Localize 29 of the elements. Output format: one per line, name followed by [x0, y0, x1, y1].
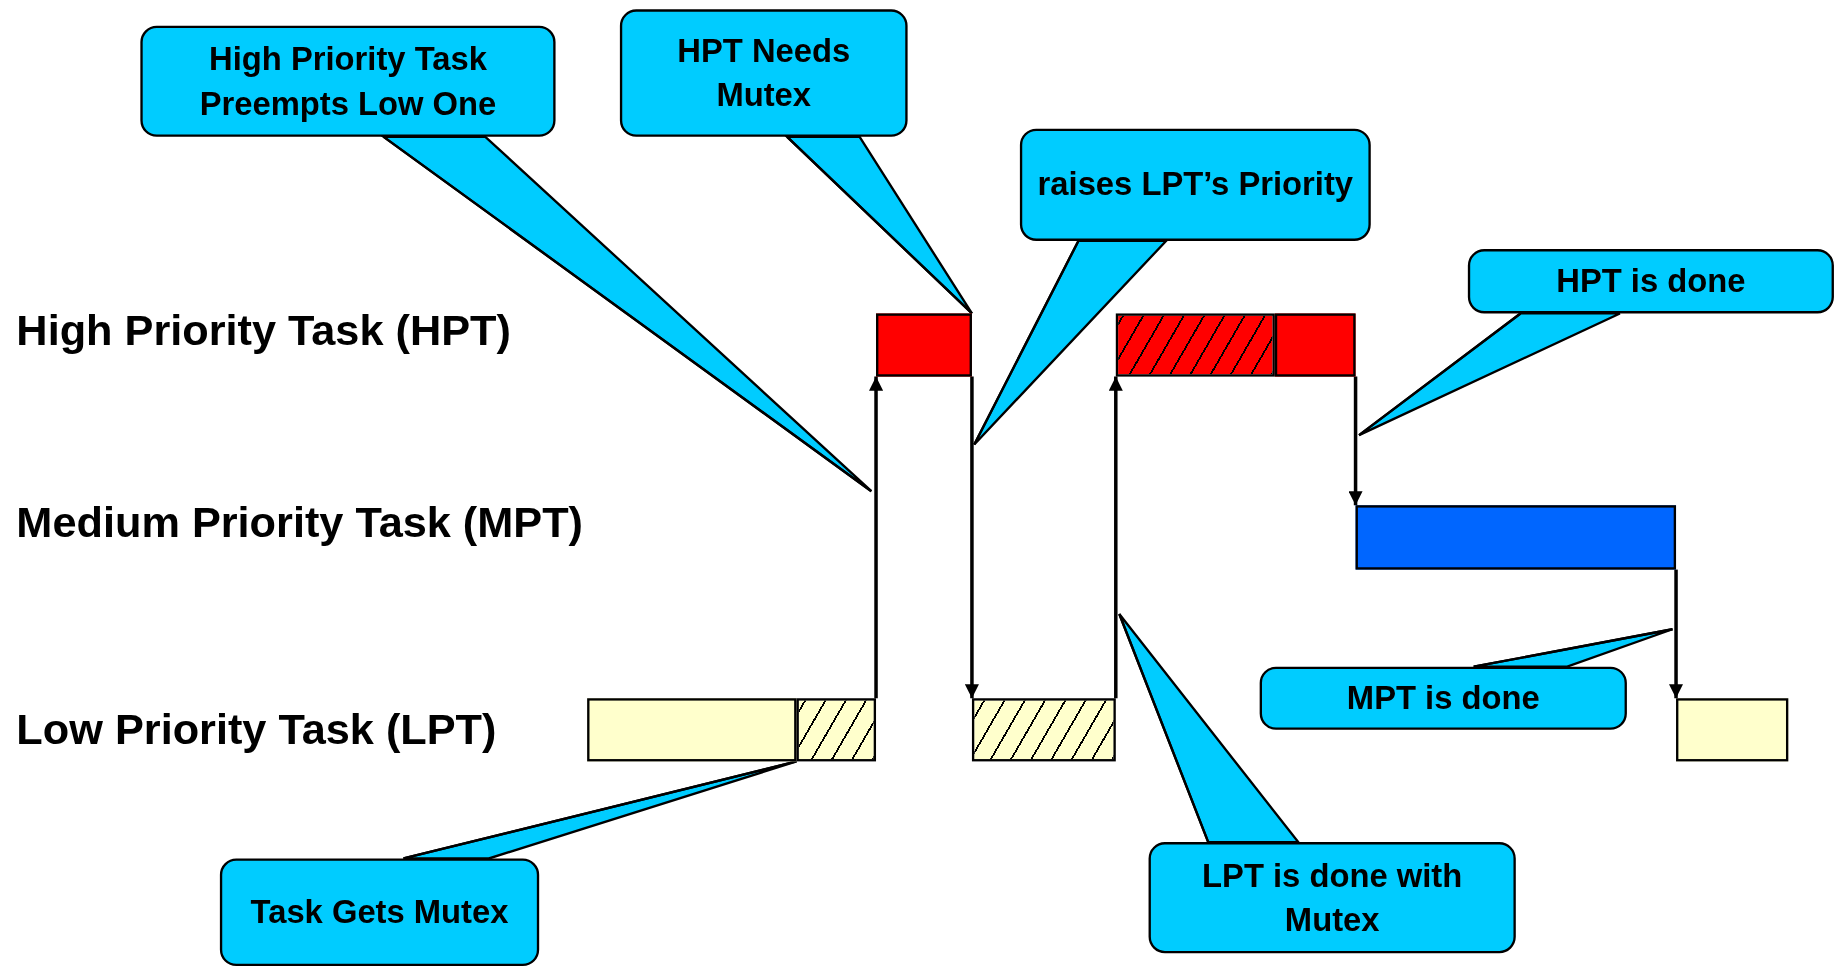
- callout-text: MPT is done: [1346, 678, 1540, 718]
- callout-text: raises LPT’s Priority: [1037, 165, 1354, 205]
- callout-bubble: [219, 858, 540, 966]
- callout-bubble: [1148, 842, 1516, 954]
- task-bar: [587, 698, 797, 762]
- hatched-task-bar: [1115, 313, 1275, 377]
- task-bar: [1355, 505, 1677, 570]
- arrow: [1669, 569, 1684, 699]
- callout-text: HPT is done: [1556, 261, 1746, 301]
- hatched-task-bar: [796, 698, 877, 762]
- arrow: [869, 376, 884, 699]
- callout-text: Task Gets Mutex: [250, 892, 509, 932]
- row-label: High Priority Task (HPT): [16, 306, 511, 356]
- task-bar: [876, 313, 972, 377]
- callout-bubble: [1467, 249, 1834, 314]
- arrow: [964, 376, 979, 699]
- callout-bubble: [1019, 128, 1371, 241]
- callout-text: High Priority Task Preempts Low One: [198, 39, 498, 124]
- callout-text: LPT is done with Mutex: [1201, 855, 1464, 940]
- arrow: [1348, 376, 1363, 506]
- callout-bubble: [140, 25, 556, 137]
- hatched-task-bar: [971, 698, 1116, 762]
- task-bar: [1676, 698, 1789, 762]
- task-bar: [1274, 313, 1356, 377]
- row-label: Medium Priority Task (MPT): [16, 498, 584, 548]
- row-label: Low Priority Task (LPT): [16, 705, 497, 755]
- arrow: [1108, 376, 1123, 699]
- callout-text: HPT Needs Mutex: [676, 31, 852, 115]
- callout-bubble: [619, 9, 908, 137]
